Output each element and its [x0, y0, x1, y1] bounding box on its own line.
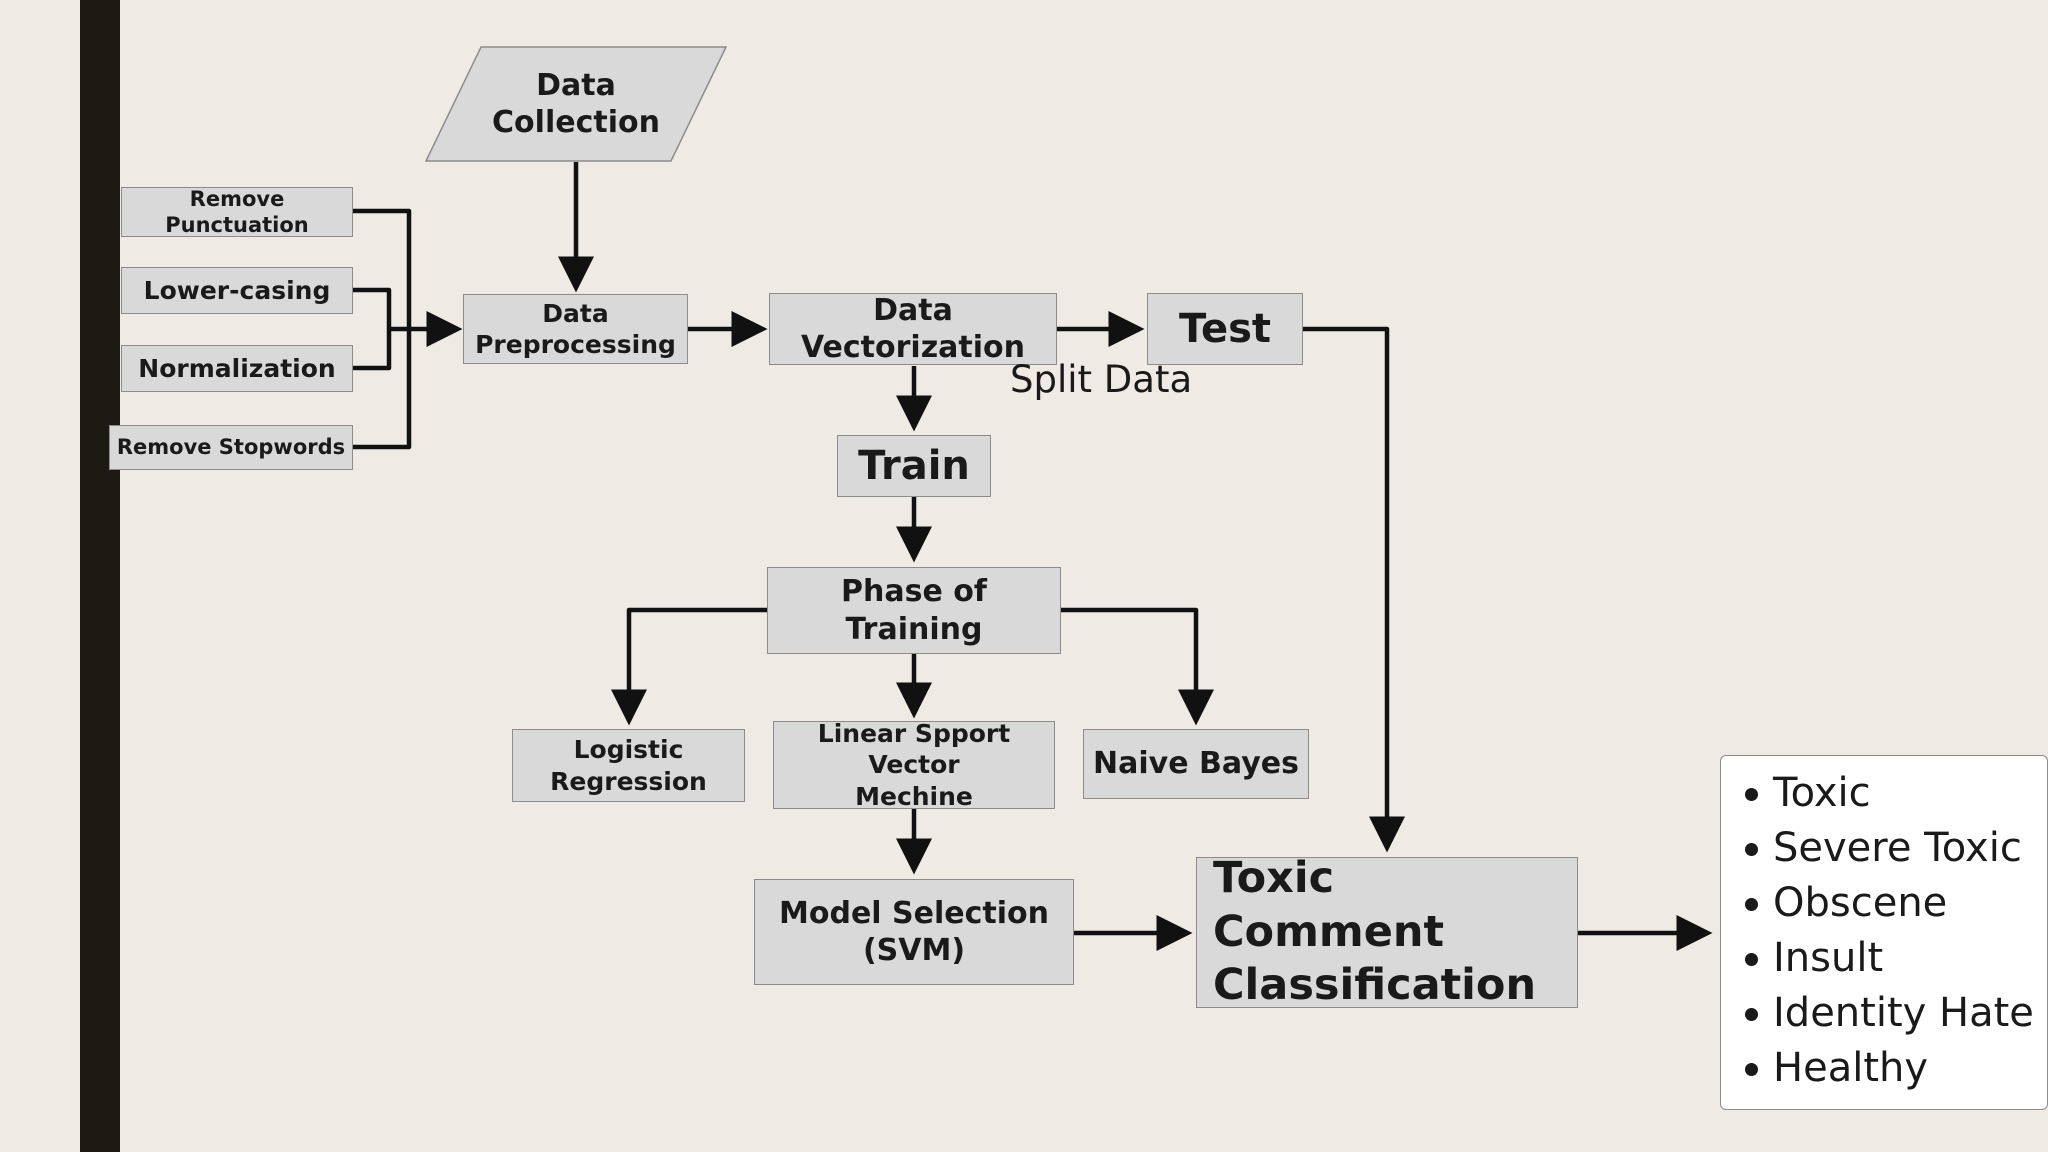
- model-selection-node: Model Selection (SVM): [754, 879, 1074, 985]
- linear-svm-node: Linear Spport Vector Mechine: [773, 719, 1055, 811]
- arrow-phase-to-logistic: [611, 607, 767, 726]
- train-node: Train: [837, 435, 991, 497]
- lower-casing-node: Lower-casing: [121, 267, 353, 314]
- lower-casing-label: Lower-casing: [143, 275, 331, 305]
- class-item: Insult: [1743, 931, 2047, 986]
- parallelogram-shape: [425, 46, 727, 162]
- toxic-comment-classification-label: Toxic Comment Classification: [1213, 852, 1537, 1011]
- line-lower-norm-bracket: [353, 287, 392, 371]
- test-node: Test: [1147, 293, 1303, 365]
- train-label: Train: [858, 443, 970, 489]
- arrow-test-to-classification: [1303, 326, 1405, 853]
- remove-punctuation-node: Remove Punctuation: [121, 187, 353, 237]
- model-selection-label: Model Selection (SVM): [779, 895, 1049, 969]
- data-vectorization-node: Data Vectorization: [769, 293, 1057, 365]
- naive-bayes-node: Naive Bayes: [1083, 729, 1309, 799]
- logistic-regression-label: Logistic Regression: [550, 735, 707, 796]
- normalization-label: Normalization: [138, 353, 336, 383]
- class-item: Healthy: [1743, 1041, 2047, 1096]
- class-item: Severe Toxic: [1743, 821, 2047, 876]
- remove-stopwords-label: Remove Stopwords: [116, 435, 346, 460]
- logistic-regression-node: Logistic Regression: [512, 729, 745, 802]
- class-item: Toxic: [1743, 766, 2047, 821]
- phase-of-training-label: Phase of Training: [841, 574, 987, 647]
- class-list: Toxic Severe Toxic Obscene Insult Identi…: [1743, 766, 2047, 1096]
- class-item: Obscene: [1743, 876, 2047, 931]
- linear-svm-label: Linear Spport Vector Mechine: [817, 719, 1011, 811]
- data-preprocessing-label: Data Preprocessing: [475, 298, 676, 359]
- data-collection-label: Data Collection: [492, 67, 660, 141]
- data-collection-node: Data Collection: [425, 46, 727, 162]
- class-item: Identity Hate: [1743, 986, 2047, 1041]
- data-preprocessing-node: Data Preprocessing: [463, 294, 688, 364]
- class-list-panel: Toxic Severe Toxic Obscene Insult Identi…: [1720, 755, 2048, 1110]
- normalization-node: Normalization: [121, 345, 353, 392]
- split-data-label: Split Data: [1010, 358, 1193, 401]
- remove-stopwords-node: Remove Stopwords: [109, 425, 353, 470]
- phase-of-training-node: Phase of Training: [767, 567, 1061, 654]
- naive-bayes-label: Naive Bayes: [1093, 746, 1299, 782]
- test-label: Test: [1178, 306, 1272, 352]
- arrow-phase-to-naive-bayes: [1061, 607, 1214, 726]
- remove-punctuation-label: Remove Punctuation: [165, 186, 309, 237]
- toxic-comment-classification-node: Toxic Comment Classification: [1196, 853, 1578, 1010]
- left-accent-bar: [80, 0, 120, 1152]
- data-vectorization-label: Data Vectorization: [800, 292, 1026, 366]
